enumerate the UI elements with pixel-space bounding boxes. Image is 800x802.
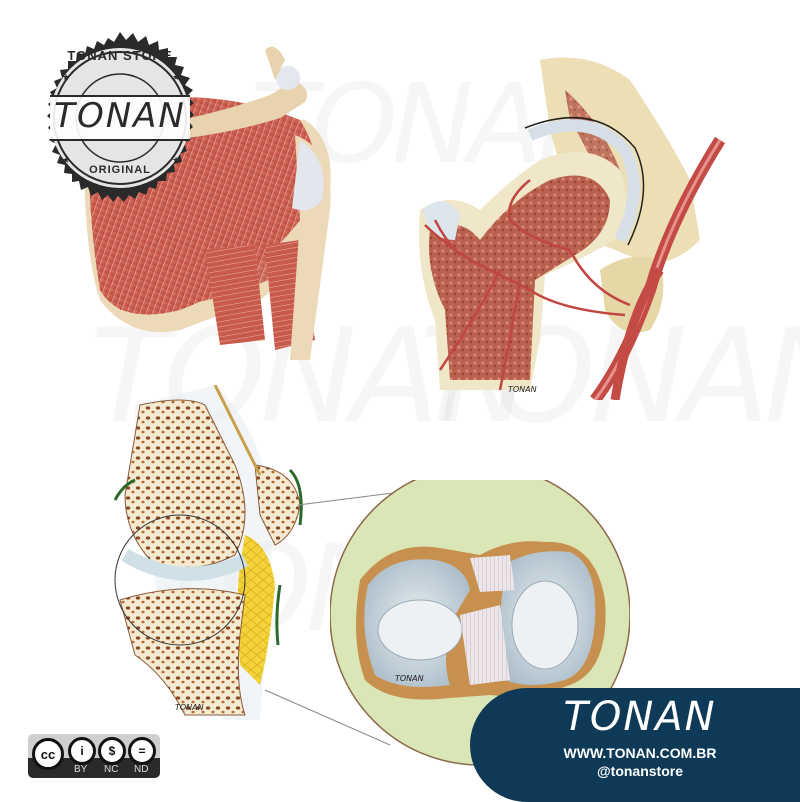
svg-text:★: ★: [172, 72, 180, 82]
license-by-label: BY: [74, 764, 88, 775]
knee-joint-sagittal-section: TONAN: [95, 385, 325, 720]
tonan-store-stamp: ★ ★ ★ ★ TONAN STORE TONAN ORIGINAL: [32, 30, 208, 206]
stamp-center-text: TONAN: [54, 96, 186, 136]
svg-text:★: ★: [62, 72, 70, 82]
hip-signature: TONAN: [508, 385, 537, 394]
banner-brand-name: TONAN: [563, 694, 717, 740]
attribution-icon: i: [68, 737, 96, 765]
svg-text:★: ★: [62, 155, 70, 165]
non-commercial-icon: $: [98, 737, 126, 765]
brand-banner: TONAN WWW.TONAN.COM.BR @tonanstore: [470, 688, 800, 802]
stamp-top-text: TONAN STORE: [67, 48, 173, 63]
cc-icon: cc: [32, 738, 64, 770]
svg-text:★: ★: [172, 155, 180, 165]
hip-joint-blood-supply-illustration: TONAN: [400, 40, 740, 400]
no-derivatives-icon: =: [128, 737, 156, 765]
license-nd-label: ND: [134, 764, 149, 775]
meniscus-signature: TONAN: [395, 674, 424, 683]
license-nc-label: NC: [104, 764, 119, 775]
stamp-bottom-text: ORIGINAL: [89, 164, 151, 176]
creative-commons-license-badge[interactable]: cc i $ = BY NC ND: [28, 734, 160, 778]
website-link[interactable]: WWW.TONAN.COM.BR: [563, 745, 717, 761]
knee-signature: TONAN: [175, 703, 204, 712]
social-handle[interactable]: @tonanstore: [597, 763, 683, 779]
